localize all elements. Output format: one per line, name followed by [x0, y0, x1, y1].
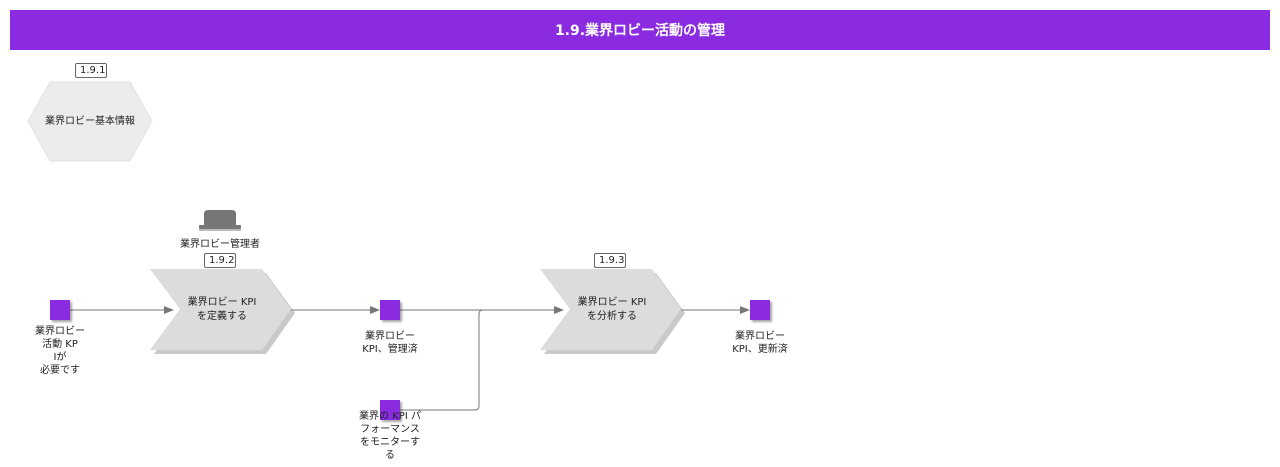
event-label-4-line: KPI、更新済 — [732, 344, 788, 355]
event-label-1-line: Iが — [53, 352, 67, 363]
function-shape-1[interactable] — [150, 269, 291, 350]
function-label-1-line2: を定義する — [197, 310, 247, 322]
event-label-2-line: KPI、管理済 — [362, 344, 418, 355]
function-id-2: 1.9.3 — [594, 253, 626, 268]
event-label-1-line: 必要です — [40, 365, 80, 376]
diagram-title-bar: 1.9.業界ロビー活動の管理 — [10, 10, 1270, 50]
event-label-3-line: をモニターす — [360, 437, 420, 448]
event-shape-1[interactable] — [50, 300, 70, 320]
event-label-1: 業界ロビー 活動 KP Iが 必要です — [20, 325, 100, 377]
event-label-2-line: 業界ロビー — [365, 331, 415, 342]
event-label-1-line: 業界ロビー — [35, 326, 85, 337]
function-label-2-line2: を分析する — [587, 310, 637, 322]
role-label: 業界ロビー管理者 — [180, 239, 260, 250]
hat-icon — [199, 210, 241, 231]
function-label-1-line1: 業界ロビー KPI — [187, 296, 257, 308]
event-shape-2[interactable] — [380, 300, 400, 320]
function-id-1: 1.9.2 — [204, 253, 236, 268]
event-label-3-line: フォーマンス — [360, 424, 420, 435]
diagram-title: 1.9.業界ロビー活動の管理 — [554, 23, 726, 39]
event-label-4-line: 業界ロビー — [735, 331, 785, 342]
info-object-id: 1.9.1 — [75, 63, 107, 78]
function-label-2: 業界ロビー KPI を分析する — [558, 269, 666, 350]
event-label-4: 業界ロビー KPI、更新済 — [710, 330, 810, 356]
event-shape-3[interactable] — [380, 400, 400, 420]
function-shape-2[interactable] — [540, 269, 681, 350]
event-label-3: 業界の KPI パ フォーマンス をモニターす る — [340, 410, 440, 462]
event-label-2: 業界ロビー KPI、管理済 — [340, 330, 440, 356]
info-object-label: 業界ロビー基本情報 — [45, 115, 135, 127]
info-object-shape[interactable] — [27, 81, 153, 162]
event-label-1-line: 活動 KP — [42, 339, 78, 350]
function-label-2-line1: 業界ロビー KPI — [577, 296, 647, 308]
connector-event3-to-function2 — [400, 309, 484, 411]
function-label-1: 業界ロビー KPI を定義する — [168, 269, 276, 350]
event-label-3-line: る — [385, 450, 395, 461]
event-shape-4[interactable] — [750, 300, 770, 320]
event-label-3-line: 業界の KPI パ — [359, 411, 421, 422]
